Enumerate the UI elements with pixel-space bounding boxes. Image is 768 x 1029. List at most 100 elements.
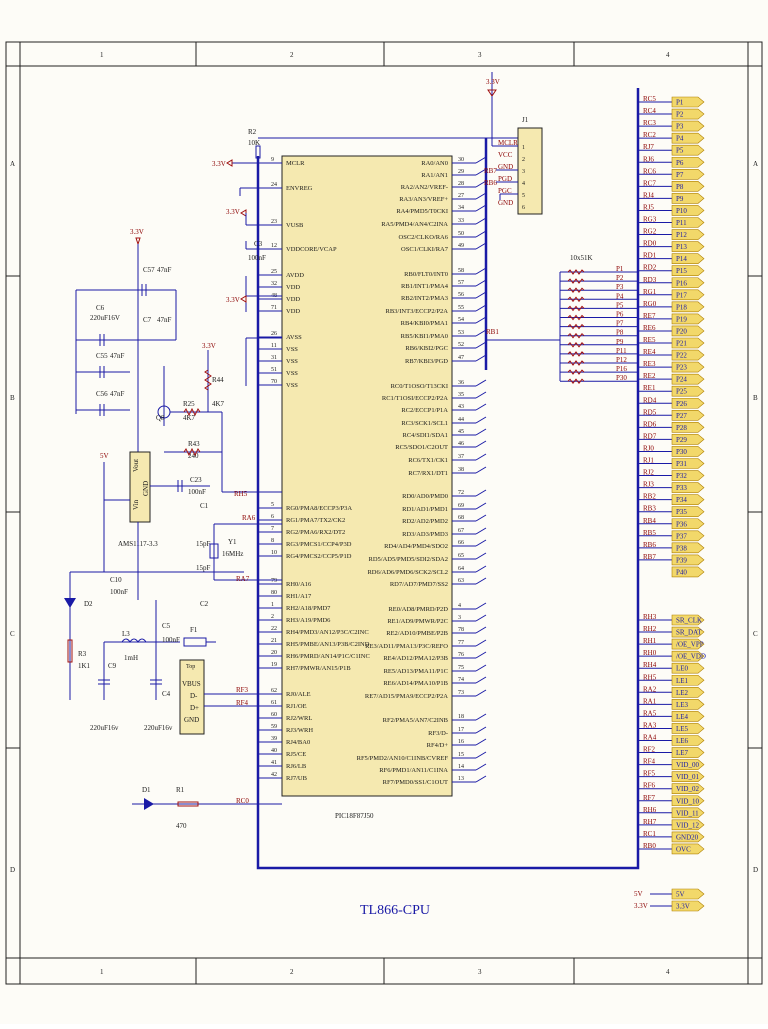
output-port-label: P14 bbox=[676, 255, 687, 263]
mcu-pin-number: 68 bbox=[458, 515, 464, 521]
mcu-pin-number: 5 bbox=[271, 502, 274, 508]
bus-net-label: RH2 bbox=[643, 625, 657, 633]
c56-value: 47nF bbox=[110, 390, 125, 398]
output-port bbox=[671, 265, 705, 277]
output-port-label: P37 bbox=[676, 532, 687, 540]
mcu-pin-number: 70 bbox=[271, 379, 277, 385]
c55-value: 47nF bbox=[110, 352, 125, 360]
mcu-pin-name: VDD bbox=[286, 284, 300, 291]
mcu-pin-name: RD5/AD5/PMD5/SDI2/SDA2 bbox=[369, 556, 448, 563]
signal-port bbox=[671, 711, 705, 722]
mcu-pin-number: 27 bbox=[458, 193, 464, 199]
c4-ref: C4 bbox=[162, 690, 171, 698]
frame-col-top: 2 bbox=[290, 51, 294, 59]
signal-port-label: OVC bbox=[676, 845, 691, 853]
output-port bbox=[671, 156, 705, 168]
signal-port bbox=[671, 747, 705, 758]
mcu-pin-name: RD1/AD1/PMD1 bbox=[402, 506, 448, 513]
mcu-pin-number: 79 bbox=[271, 578, 277, 584]
bus-net-label: RD4 bbox=[643, 396, 657, 404]
mcu-pin-number: 53 bbox=[458, 330, 464, 336]
bus-net-label: RG0 bbox=[643, 300, 657, 308]
output-port-label: P7 bbox=[676, 171, 684, 179]
bus-net-label: RB6 bbox=[643, 541, 656, 549]
output-port-label: P25 bbox=[676, 388, 687, 396]
mcu-pin-number: 69 bbox=[458, 503, 464, 509]
output-port bbox=[671, 277, 705, 289]
mcu-pin-name: RG1/PMA7/TX2/CK2 bbox=[286, 517, 345, 524]
power-port-label: 5V bbox=[676, 891, 685, 899]
bus-net-label: RB0 bbox=[643, 842, 656, 850]
output-port-label: P27 bbox=[676, 412, 687, 420]
mcu-pin-name: RE4/AD12/PMA12/P3B bbox=[383, 655, 448, 662]
output-port bbox=[671, 566, 705, 578]
power-port-label: 3.3V bbox=[676, 903, 690, 911]
output-port bbox=[671, 169, 705, 180]
pullup-net-label: P12 bbox=[616, 356, 627, 364]
bus-net-label: RJ1 bbox=[643, 457, 654, 465]
bus-net-label: RE7 bbox=[643, 312, 656, 320]
mcu-pin-name: RD6/AD6/PMD6/SCK2/SCL2 bbox=[367, 569, 448, 576]
signal-port bbox=[671, 699, 705, 710]
j1-pin-net: PGD bbox=[498, 175, 512, 183]
pullup-net-label: P4 bbox=[616, 292, 624, 300]
bus-net-label: RE1 bbox=[643, 384, 656, 392]
r3-value: 1K1 bbox=[78, 662, 91, 670]
output-port-label: P38 bbox=[676, 544, 687, 552]
mcu-pin-number: 3 bbox=[458, 615, 461, 621]
mcu-pin-name: RF7/PMD0/SS1/C1OUT bbox=[383, 779, 448, 786]
mcu-pin-number: 29 bbox=[458, 169, 464, 175]
y1-value: 16MHz bbox=[222, 550, 243, 558]
mcu-pin-name: RH1/A17 bbox=[286, 593, 312, 600]
pullup-label: 10x51K bbox=[570, 254, 593, 262]
output-port bbox=[671, 409, 705, 421]
mcu-pin-name: VDD bbox=[286, 308, 300, 315]
mcu-pin-name: RH5/PMBE/AN13/P3B/C2IND bbox=[286, 641, 370, 648]
bus-net-label: RH4 bbox=[643, 661, 657, 669]
pullup-net-label: P5 bbox=[616, 301, 624, 309]
mcu-pin-name: AVSS bbox=[286, 334, 302, 341]
mcu-pin-name: OSC1/CLKI/RA7 bbox=[401, 246, 449, 253]
pullup-net-label: P1 bbox=[616, 265, 624, 273]
frame-row-left: D bbox=[10, 866, 15, 874]
signal-port-label: LE3 bbox=[676, 701, 689, 709]
mcu-pin-name: VSS bbox=[286, 346, 298, 353]
bus-net-label: RH6 bbox=[643, 806, 657, 814]
mcu-pin-number: 7 bbox=[271, 526, 274, 532]
signal-port bbox=[671, 795, 705, 807]
mcu-pin-number: 36 bbox=[458, 380, 464, 386]
bus-net-label: RF7 bbox=[643, 794, 656, 802]
mcu-pin-number: 60 bbox=[271, 712, 277, 718]
signal-port-label: VID_01 bbox=[676, 773, 699, 781]
output-port bbox=[671, 434, 705, 445]
power-port bbox=[671, 900, 705, 912]
ams1117-regulator bbox=[129, 451, 151, 523]
mcu-pin-name: RA2/AN2/VREF- bbox=[401, 184, 448, 191]
signal-port bbox=[671, 807, 705, 819]
frame-row-right: A bbox=[753, 160, 758, 168]
output-port-label: P11 bbox=[676, 219, 687, 227]
output-port-label: P3 bbox=[676, 123, 684, 131]
c7-ref: C7 bbox=[143, 316, 152, 324]
mcu-pin-number: 12 bbox=[271, 243, 277, 249]
r25-ref: R25 bbox=[183, 400, 195, 408]
output-port-label: P39 bbox=[676, 556, 687, 564]
mcu-pin-name: RF4/D+ bbox=[427, 742, 449, 749]
mcu-pin-name: RJ6/LB bbox=[286, 763, 307, 770]
mcu-pin-number: 28 bbox=[458, 181, 464, 187]
bus-net-label: RF6 bbox=[643, 782, 656, 790]
signal-port-label: VID_02 bbox=[676, 785, 699, 793]
bus-net-label: RD7 bbox=[643, 432, 657, 440]
mcu-pin-name: VDD bbox=[286, 296, 300, 303]
mcu-pin-number: 76 bbox=[458, 652, 464, 658]
bus-net-label: RC1 bbox=[643, 830, 656, 838]
mcu-pin-number: 21 bbox=[271, 638, 277, 644]
frame-col-top: 1 bbox=[100, 51, 104, 59]
c6-value: 220uF16V bbox=[90, 314, 120, 322]
bus-net-label: RH7 bbox=[643, 818, 657, 826]
mcu-pin-name: RD0/AD0/PMD0 bbox=[402, 493, 448, 500]
mcu-pin-number: 40 bbox=[271, 748, 277, 754]
l3-value: 1mH bbox=[124, 654, 138, 662]
signal-port-label: VID_11 bbox=[676, 809, 699, 817]
